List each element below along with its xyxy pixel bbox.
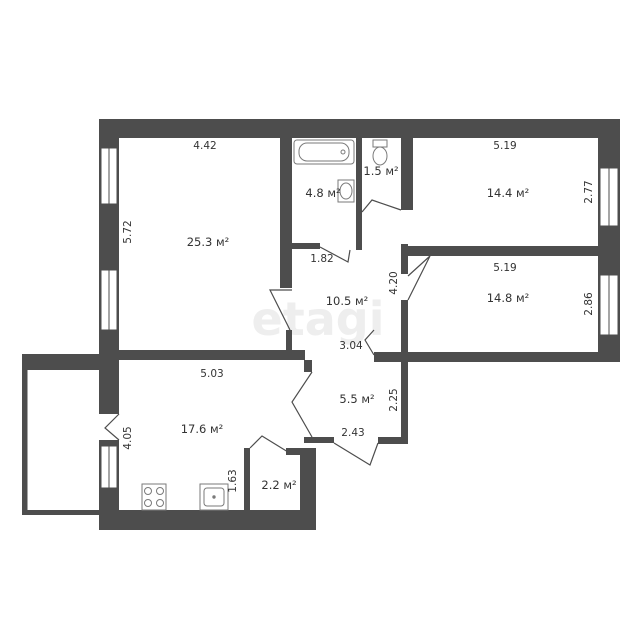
bedroom-2-width: 5.19	[493, 262, 516, 274]
living-room-length: 5.72	[122, 220, 134, 243]
bathtub-icon	[293, 139, 355, 165]
storage-area: 2.2 м²	[261, 478, 296, 492]
bedroom-2-area: 14.8 м²	[487, 291, 530, 305]
bedroom-1-length: 2.77	[583, 180, 595, 203]
hall-area: 10.5 м²	[326, 294, 369, 308]
kitchen-width: 5.03	[200, 368, 223, 380]
toilet-icon	[372, 139, 388, 166]
bedroom-1-width: 5.19	[493, 140, 516, 152]
watermark: etagi	[252, 292, 385, 346]
corridor-length: 2.25	[388, 388, 400, 411]
room-labels: 4.42 25.3 м² 5.72 4.8 м² 1.5 м² 5.19 14.…	[122, 140, 595, 493]
toilet-area: 1.5 м²	[363, 164, 398, 178]
doors	[104, 199, 431, 466]
hall-length: 4.20	[388, 271, 400, 294]
bathroom-area: 4.8 м²	[305, 186, 340, 200]
bedroom-2-length: 2.86	[583, 292, 595, 316]
corridor-area: 5.5 м²	[339, 392, 374, 406]
corridor-width: 2.43	[341, 427, 364, 439]
stove-icon	[141, 483, 167, 511]
kitchen-length: 4.05	[122, 426, 134, 449]
kitchen-area: 17.6 м²	[181, 422, 224, 436]
windows	[26, 147, 619, 510]
sink-icon	[199, 483, 229, 511]
bedroom-1-area: 14.4 м²	[487, 186, 530, 200]
hall-width: 3.04	[339, 340, 363, 352]
hall-extra-dim: 1.82	[310, 253, 333, 265]
living-room-width: 4.42	[193, 140, 216, 152]
storage-length: 1.63	[227, 469, 239, 492]
living-room-area: 25.3 м²	[187, 235, 230, 249]
washbasin-icon	[337, 179, 355, 203]
